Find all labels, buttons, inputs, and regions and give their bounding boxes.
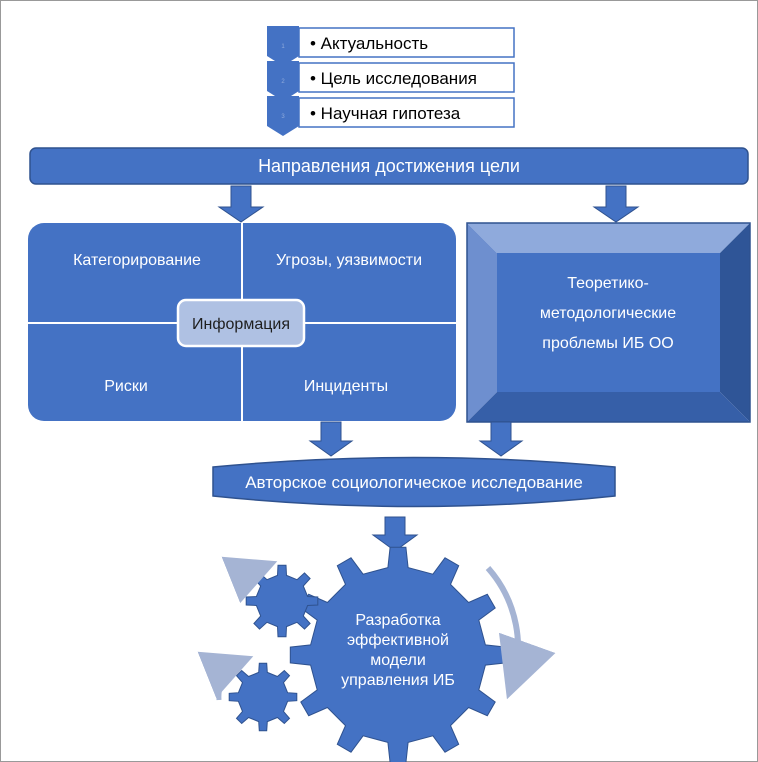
down-arrow-icon: [217, 185, 265, 223]
gear-label-line: Разработка: [355, 612, 440, 629]
intro-list: 1 • Актуальность 2 • Цель исследования 3…: [267, 26, 515, 136]
gear-label-line: управления ИБ: [341, 672, 455, 689]
theory-box-line: методологические: [540, 305, 676, 322]
gear-label-line: модели: [370, 652, 426, 669]
gear-small-icon: [245, 564, 319, 638]
bevel-bottom: [467, 392, 750, 422]
matrix-cell-bottom-right: Инциденты: [304, 378, 388, 395]
chevron-icon: [267, 61, 299, 101]
intro-item-number: 2: [281, 79, 285, 85]
matrix-center-label: Информация: [192, 316, 290, 333]
gear-label-line: эффективной: [347, 632, 449, 649]
rotation-arrow-icon: [485, 566, 556, 700]
intro-box: [298, 62, 515, 93]
rotation-arrow-icon: [221, 556, 278, 604]
intro-item-1: 1 • Актуальность: [267, 26, 515, 66]
down-arrow-icon: [478, 421, 524, 457]
rotation-arrow-icon: [197, 651, 254, 701]
gear-large-icon: [289, 546, 507, 762]
gears-group: [228, 546, 507, 762]
bevel-top: [467, 223, 750, 253]
direction-bar: [29, 147, 749, 185]
research-bar-label: Авторское социологическое исследование: [245, 473, 583, 492]
matrix: Категорирование Угрозы, уязвимости Риски…: [28, 223, 456, 421]
down-arrow-icon: [308, 421, 354, 457]
matrix-cell-top-left: Категорирование: [73, 252, 201, 269]
matrix-cell-top-right: Угрозы, уязвимости: [276, 252, 422, 269]
intro-item-label: • Научная гипотеза: [310, 104, 461, 123]
intro-item-3: 3 • Научная гипотеза: [267, 96, 515, 136]
intro-item-2: 2 • Цель исследования: [267, 61, 515, 101]
gear-small-icon: [228, 662, 298, 732]
bevel-right: [720, 223, 750, 422]
intro-item-number: 3: [281, 114, 285, 120]
theory-box-face: [497, 253, 720, 392]
theory-box-line: Теоретико-: [567, 275, 649, 292]
research-bar: [212, 456, 616, 508]
direction-bar-label: Направления достижения цели: [258, 156, 520, 176]
matrix-center-box: [176, 298, 306, 348]
theory-box-line: проблемы ИБ ОО: [542, 335, 673, 352]
matrix-cell-bottom-left: Риски: [104, 378, 148, 395]
intro-item-label: • Цель исследования: [310, 69, 477, 88]
theory-box-outline: [466, 222, 751, 423]
chevron-icon: [267, 96, 299, 136]
bevel-left: [467, 223, 497, 422]
down-arrow-icon: [592, 185, 640, 223]
theory-box: Теоретико- методологические проблемы ИБ …: [466, 222, 751, 423]
intro-item-label: • Актуальность: [310, 34, 428, 53]
intro-box: [298, 97, 515, 128]
chevron-icon: [267, 26, 299, 66]
intro-item-number: 1: [281, 44, 285, 50]
down-arrow-icon: [371, 516, 419, 552]
